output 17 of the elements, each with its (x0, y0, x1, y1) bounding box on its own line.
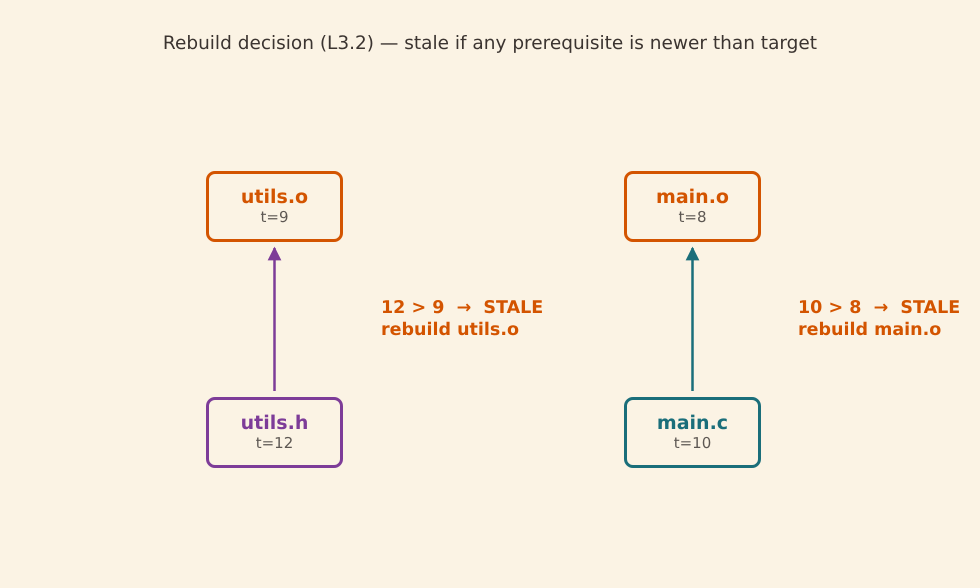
timestamp: t=8 (678, 208, 706, 227)
file-name: utils.o (240, 186, 308, 208)
stale-verdict: 12 > 9 → STALE rebuild utils.o (381, 297, 544, 341)
arrow (686, 246, 700, 391)
file-name: main.o (656, 186, 729, 208)
file-box (624, 397, 761, 468)
diagram-title: Rebuild decision (L3.2) — stale if any prerequisite is newer than target (162, 33, 818, 54)
file-box (206, 397, 343, 468)
stale-verdict: 10 > 8 → STALE rebuild main.o (798, 297, 962, 341)
file-box (206, 171, 343, 242)
timestamp: t=10 (674, 434, 712, 453)
file-name: utils.h (240, 412, 308, 434)
timestamp: t=9 (260, 208, 288, 227)
file-box (624, 171, 761, 242)
arrow (268, 246, 282, 391)
timestamp: t=12 (256, 434, 294, 453)
file-name: main.c (656, 412, 728, 434)
